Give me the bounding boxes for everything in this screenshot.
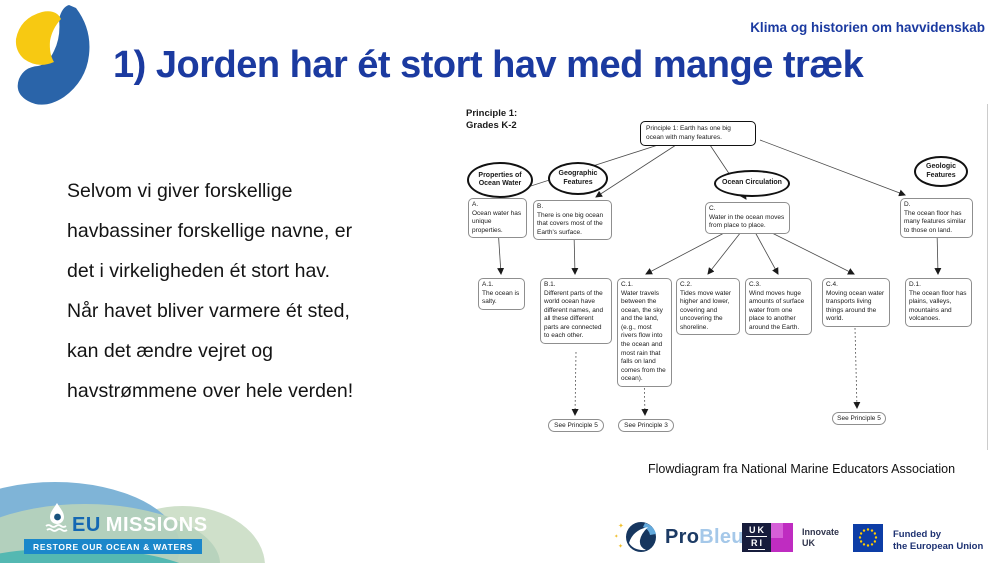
body-line: Selvom vi giver forskellige (67, 180, 293, 202)
probleu-globe-icon: ✦ ✦ ✦ (614, 522, 656, 552)
flow-ref-see-principle-3: See Principle 3 (618, 419, 674, 432)
flow-node-c4: C.4. Moving ocean water transports livin… (822, 278, 890, 327)
body-paragraph: Selvom vi giver forskellige havbassiner … (67, 180, 457, 420)
flow-node-a: A. Ocean water has unique properties. (468, 198, 527, 239)
funded-by-label: Funded by the European Union (893, 529, 984, 552)
water-drop-icon (45, 503, 68, 532)
flow-ref-see-principle-5b: See Principle 5 (832, 412, 886, 425)
flow-node-d1: D.1. The ocean floor has plains, valleys… (905, 278, 972, 327)
flow-oval-geographic-features: Geographic Features (548, 162, 608, 195)
flow-oval-ocean-circulation: Ocean Circulation (714, 170, 790, 197)
flow-node-a1: A.1. The ocean is salty. (478, 278, 525, 310)
eu-flag-icon (853, 524, 883, 552)
star-icon: ✦ (614, 533, 619, 540)
header-topic: Klima og historien om havvidenskab (750, 20, 985, 35)
flow-oval-properties-of-ocean-water: Properties of Ocean Water (467, 162, 533, 198)
wave-logo-icon (15, 5, 90, 105)
eu-missions-banner: RESTORE OUR OCEAN & WATERS (24, 539, 203, 554)
flow-oval-geologic-features: Geologic Features (914, 156, 968, 187)
probleu-logo: ✦ ✦ ✦ ProBleu (614, 517, 744, 557)
star-icon: ✦ (618, 522, 624, 530)
flow-grade-label: Principle 1: Grades K-2 (466, 108, 518, 131)
innovate-uk-flag-icon (771, 523, 793, 552)
flow-node-c1: C.1. Water travels between the ocean, th… (617, 278, 672, 387)
flow-node-c: C. Water in the ocean moves from place t… (705, 202, 790, 234)
body-line: kan det ændre vejret og (67, 340, 273, 362)
ocean-literacy-flowchart: Principle 1: Grades K-2 Principle 1: Ear… (458, 102, 990, 454)
body-line: Når havet bliver varmere ét sted, (67, 300, 350, 322)
flow-ref-see-principle-5: See Principle 5 (548, 419, 604, 432)
probleu-wordmark: ProBleu (665, 525, 744, 548)
flow-node-b: B. There is one big ocean that covers mo… (533, 200, 612, 241)
flow-node-b1: B.1. Different parts of the world ocean … (540, 278, 612, 345)
body-line: det i virkeligheden ét stort hav. (67, 260, 331, 282)
image-edge-line (987, 104, 988, 450)
innovate-uk-label: Innovate UK (802, 527, 840, 548)
page-title: 1) Jorden har ét stort hav med mange træ… (113, 44, 864, 86)
ukri-letters: UK RI (742, 523, 771, 552)
star-icon: ✦ (618, 543, 623, 550)
ukri-logo: UK RI Innovate UK (742, 523, 839, 552)
flow-root-node: Principle 1: Earth has one big ocean wit… (640, 121, 756, 147)
flow-node-c3: C.3. Wind moves huge amounts of surface … (745, 278, 812, 336)
flow-node-c2: C.2. Tides move water higher and lower, … (676, 278, 740, 336)
diagram-caption: Flowdiagram fra National Marine Educator… (648, 462, 956, 476)
body-line: havbassiner forskellige navne, er (67, 220, 353, 242)
flow-node-d: D. The ocean floor has many features sim… (900, 198, 973, 239)
body-line: havstrømmene over hele verden! (67, 380, 354, 402)
eu-funding-logo: Funded by the European Union (853, 524, 983, 552)
